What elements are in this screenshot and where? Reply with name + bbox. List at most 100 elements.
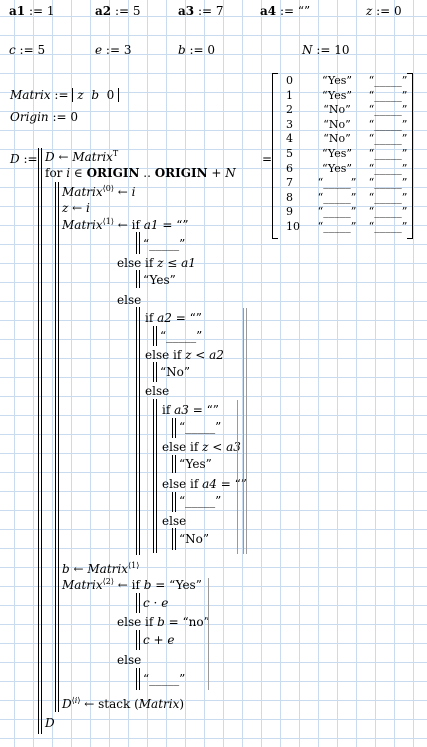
line-else[interactable]: else	[162, 514, 187, 528]
branch-bar	[172, 492, 173, 512]
branch-bar	[153, 326, 154, 346]
line-else[interactable]: else	[117, 653, 142, 667]
branch-bar	[175, 418, 176, 438]
branch-bar	[136, 232, 137, 254]
result-cell: “Yes”	[321, 88, 352, 102]
branch-bar	[175, 528, 176, 550]
def-z[interactable]: z := 0	[366, 4, 402, 18]
result-index-cell: 7	[286, 176, 293, 190]
line-stack[interactable]: D⟨i⟩ ← stack (Matrix)	[62, 696, 185, 712]
line-return[interactable]: D	[45, 716, 55, 730]
branch-bar	[136, 593, 137, 613]
for-bar-inner	[58, 182, 59, 712]
line-else-if-z-lt-a3[interactable]: else if z < a3	[162, 440, 241, 454]
str-blank[interactable]: “_____”	[143, 237, 186, 251]
branch-bar	[139, 630, 140, 650]
result-cell: “_____”	[317, 190, 357, 204]
result-equals: =	[262, 152, 273, 166]
line-matrix0[interactable]: Matrix⟨0⟩ ← i	[62, 184, 136, 200]
def-a1[interactable]: a1 := 1	[9, 4, 55, 18]
def-c[interactable]: c := 5	[9, 43, 46, 57]
branch-bar	[172, 455, 173, 473]
origin-def[interactable]: Origin := 0	[10, 110, 79, 124]
result-cell: “_____”	[368, 132, 408, 146]
branch-bar	[139, 307, 140, 555]
branch-bar	[139, 232, 140, 254]
branch-bar	[172, 528, 173, 550]
line-matrix1[interactable]: Matrix⟨1⟩ ← if a1 = “”	[62, 217, 189, 233]
branch-bar	[136, 270, 137, 288]
result-cell: “_____”	[368, 117, 408, 131]
def-e[interactable]: e := 3	[95, 43, 132, 57]
str-yes[interactable]: “Yes”	[179, 457, 212, 471]
def-a3[interactable]: a3 := 7	[178, 4, 224, 18]
result-cell: “_____”	[368, 161, 408, 175]
def-a4[interactable]: a4 := “”	[260, 4, 311, 18]
branch-bar	[136, 668, 137, 690]
branch-bar	[175, 492, 176, 512]
result-index-cell: 0	[286, 74, 293, 87]
result-left-bracket	[272, 73, 278, 239]
result-cell: “Yes”	[321, 161, 352, 175]
result-right-bracket	[407, 73, 413, 239]
line-matrix2[interactable]: Matrix⟨2⟩ ← if b = “Yes”	[62, 577, 202, 593]
result-cell: “Yes”	[321, 74, 352, 87]
line-else[interactable]: else	[145, 384, 170, 398]
str-blank[interactable]: “_____”	[179, 420, 222, 434]
result-cell: “_____”	[368, 220, 408, 233]
result-cell: “_____”	[368, 190, 408, 204]
line-z[interactable]: z ← i	[62, 201, 90, 215]
result-cell: “No”	[323, 103, 351, 117]
str-blank[interactable]: “_____”	[143, 672, 186, 686]
expr-c-times-e[interactable]: c · e	[143, 596, 169, 610]
result-cell: “_____”	[368, 103, 408, 117]
line-b[interactable]: b ← Matrix⟨1⟩	[62, 561, 140, 577]
str-yes[interactable]: “Yes”	[143, 273, 176, 287]
result-index-cell: 8	[286, 190, 293, 204]
branch-bar	[156, 362, 157, 382]
line-else-if-z-le-a1[interactable]: else if z ≤ a1	[117, 256, 196, 270]
result-index-cell: 4	[286, 132, 293, 146]
result-cell: “_____”	[368, 88, 408, 102]
line-else[interactable]: else	[117, 293, 142, 307]
branch-bar	[153, 362, 154, 382]
line-init[interactable]: D ← MatrixT	[45, 149, 119, 165]
result-index-cell: 6	[286, 161, 293, 175]
result-cell: “_____”	[317, 205, 357, 219]
result-cell: “_____”	[368, 74, 408, 87]
result-index-cell: 3	[286, 117, 293, 131]
line-else-if-z-lt-a2[interactable]: else if z < a2	[145, 348, 224, 362]
str-no[interactable]: “No”	[160, 365, 190, 379]
result-index-cell: 9	[286, 205, 293, 219]
program-bar-inner	[41, 148, 42, 734]
block-end-bar	[246, 308, 247, 554]
line-if-a3[interactable]: if a3 = “”	[162, 403, 219, 417]
program-lhs[interactable]: D :=	[10, 152, 38, 166]
def-N[interactable]: N := 10	[302, 43, 350, 57]
branch-bar	[156, 326, 157, 346]
result-cell: “_____”	[368, 147, 408, 160]
block-end-bar	[243, 308, 244, 554]
result-cell: “_____”	[317, 176, 357, 190]
def-a2[interactable]: a2 := 5	[95, 4, 141, 18]
def-b[interactable]: b := 0	[178, 43, 216, 57]
line-if-a2[interactable]: if a2 = “”	[145, 311, 202, 325]
result-cell: “Yes”	[321, 147, 352, 160]
result-index-cell: 10	[286, 220, 300, 233]
str-blank[interactable]: “_____”	[160, 329, 203, 343]
branch-bar	[136, 630, 137, 650]
expr-c-plus-e[interactable]: c + e	[143, 633, 175, 647]
branch-bar	[139, 270, 140, 288]
line-for[interactable]: for i ∈ ORIGIN .. ORIGIN + N	[45, 166, 236, 180]
branch-bar	[136, 307, 137, 555]
matrix-def[interactable]: Matrix := z b 0	[10, 88, 120, 102]
result-cell: “No”	[323, 132, 351, 146]
str-no[interactable]: “No”	[179, 532, 209, 546]
branch-bar	[139, 668, 140, 690]
branch-bar	[153, 399, 154, 553]
line-else-if-a4[interactable]: else if a4 = “”	[162, 477, 247, 491]
str-blank[interactable]: “_____”	[179, 494, 222, 508]
result-index-cell: 2	[286, 103, 293, 117]
block-end-bar	[237, 400, 238, 554]
line-else-if-b-no[interactable]: else if b = “no”	[117, 615, 210, 629]
